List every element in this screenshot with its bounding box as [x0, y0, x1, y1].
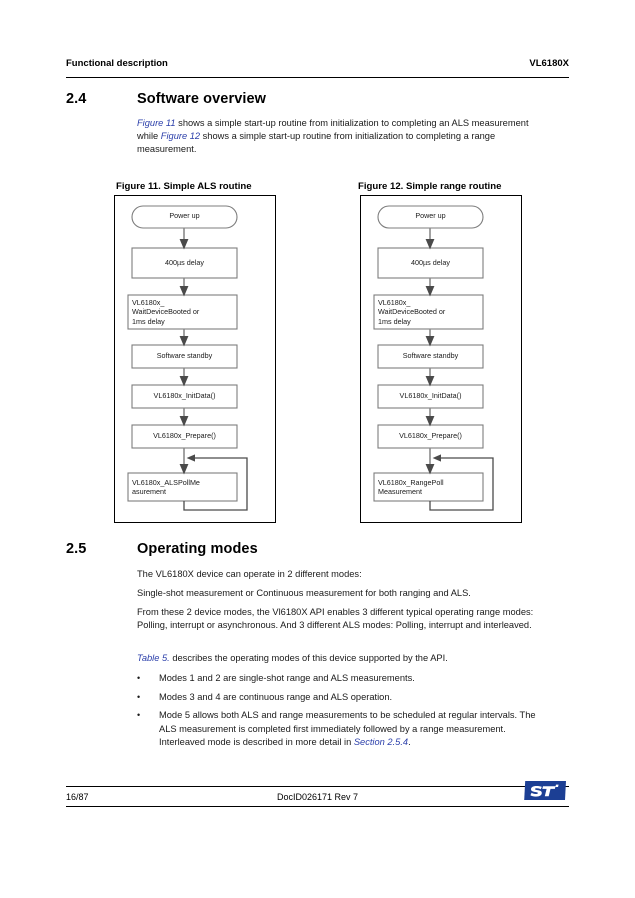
table-5-link[interactable]: Table 5.	[137, 653, 170, 663]
footer-divider-top	[66, 786, 569, 787]
figure-11-flowchart: Power up 400µs delay VL6180x_ WaitDevice…	[115, 196, 275, 522]
section-title: Software overview	[137, 91, 267, 107]
section-heading-2-4: 2.4 Software overview	[66, 91, 266, 107]
intro-text-2: shows a simple start-up routine from ini…	[137, 131, 496, 155]
bullet-text: Modes 3 and 4 are continuous range and A…	[159, 691, 393, 702]
list-item: • Modes 3 and 4 are continuous range and…	[137, 691, 537, 704]
header-right-title: VL6180X	[529, 58, 569, 69]
paragraph-table-reference: Table 5. describes the operating modes o…	[137, 652, 529, 665]
paragraph-measurement-types: Single-shot measurement or Continuous me…	[137, 588, 471, 598]
intro-paragraph: Figure 11 shows a simple start-up routin…	[137, 117, 529, 157]
footer-doc-id: DocID026171 Rev 7	[276, 792, 359, 802]
header-divider	[66, 77, 569, 78]
bullet-text-main: Mode 5 allows both ALS and range measure…	[159, 710, 536, 747]
footer-divider-bottom	[66, 806, 569, 807]
figure-11-link[interactable]: Figure 11	[137, 118, 176, 128]
footer-page-number: 16/87	[66, 792, 89, 802]
page-header: Functional description VL6180X	[66, 58, 569, 69]
bullet-text: Mode 5 allows both ALS and range measure…	[159, 709, 537, 749]
intro-text-1: shows a simple start-up routine from ini…	[137, 118, 529, 142]
list-item: • Mode 5 allows both ALS and range measu…	[137, 709, 537, 749]
bullet-marker-icon: •	[137, 710, 141, 721]
figure-12-flowchart: Power up 400µs delay VL6180x_ WaitDevice…	[361, 196, 521, 522]
figure-11-frame: Power up 400µs delay VL6180x_ WaitDevice…	[114, 195, 276, 523]
figure-12-link[interactable]: Figure 12	[160, 131, 201, 142]
modes-bullet-list: • Modes 1 and 2 are single-shot range an…	[137, 672, 537, 755]
header-left-title: Functional description	[66, 58, 168, 69]
st-logo-icon	[522, 778, 569, 804]
bullet-marker-icon: •	[137, 673, 141, 683]
bullet-text: Modes 1 and 2 are single-shot range and …	[159, 673, 415, 683]
paragraph-api-modes: From these 2 device modes, the Vl6180X A…	[137, 607, 534, 631]
figure-12-frame: Power up 400µs delay VL6180x_ WaitDevice…	[360, 195, 522, 523]
figure-11-caption: Figure 11. Simple ALS routine	[116, 181, 252, 192]
section-number: 2.5	[66, 541, 87, 557]
page-footer: DocID026171 Rev 7 16/87	[66, 790, 569, 812]
list-item: • Modes 1 and 2 are single-shot range an…	[137, 672, 537, 685]
table-reference-text: describes the operating modes of this de…	[169, 653, 448, 663]
bullet-marker-icon: •	[137, 691, 141, 702]
bullet-text-tail: .	[408, 736, 411, 747]
section-heading-2-5: 2.5 Operating modes	[66, 541, 258, 557]
figure-12-caption: Figure 12. Simple range routine	[358, 181, 502, 192]
section-254-link[interactable]: Section 2.5.4	[353, 736, 409, 747]
section-title: Operating modes	[137, 541, 258, 557]
paragraph-modes-intro: The VL6180X device can operate in 2 diff…	[137, 569, 362, 579]
section-number: 2.4	[66, 91, 87, 107]
